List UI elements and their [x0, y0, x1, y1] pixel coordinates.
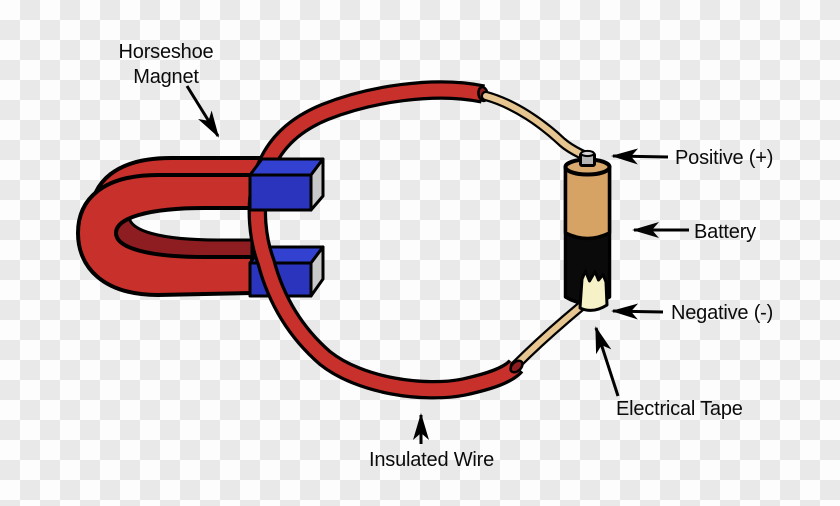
magnet-label-line2: Magnet — [133, 66, 199, 88]
wire-core — [250, 83, 521, 397]
wire-end-cap-bottom — [509, 359, 524, 374]
magnet-arrow — [185, 85, 220, 138]
negative-label: Negative (-) — [671, 302, 773, 324]
magnet-label-line1: Horseshoe — [119, 41, 214, 63]
insulated-wire-loop — [247, 80, 524, 400]
annotations: Horseshoe Magnet Positive (+) Battery Ne… — [119, 41, 774, 471]
wire-label: Insulated Wire — [369, 449, 494, 471]
negative-arrow — [611, 303, 664, 320]
bare-wire-top — [480, 90, 589, 161]
tape-label: Electrical Tape — [616, 398, 743, 420]
tape-arrow — [594, 326, 620, 397]
battery — [563, 157, 612, 306]
electrical-tape — [578, 269, 609, 312]
terminal-nub-top — [580, 149, 595, 158]
pole-top-front-face — [248, 173, 313, 212]
magnet-pole-top — [248, 157, 325, 212]
positive-terminal — [579, 149, 596, 167]
positive-arrow — [611, 148, 669, 165]
battery-jacket-tan — [563, 165, 612, 241]
positive-label: Positive (+) — [675, 147, 773, 169]
battery-label: Battery — [694, 221, 756, 243]
bare-wire-top-core — [483, 93, 586, 158]
